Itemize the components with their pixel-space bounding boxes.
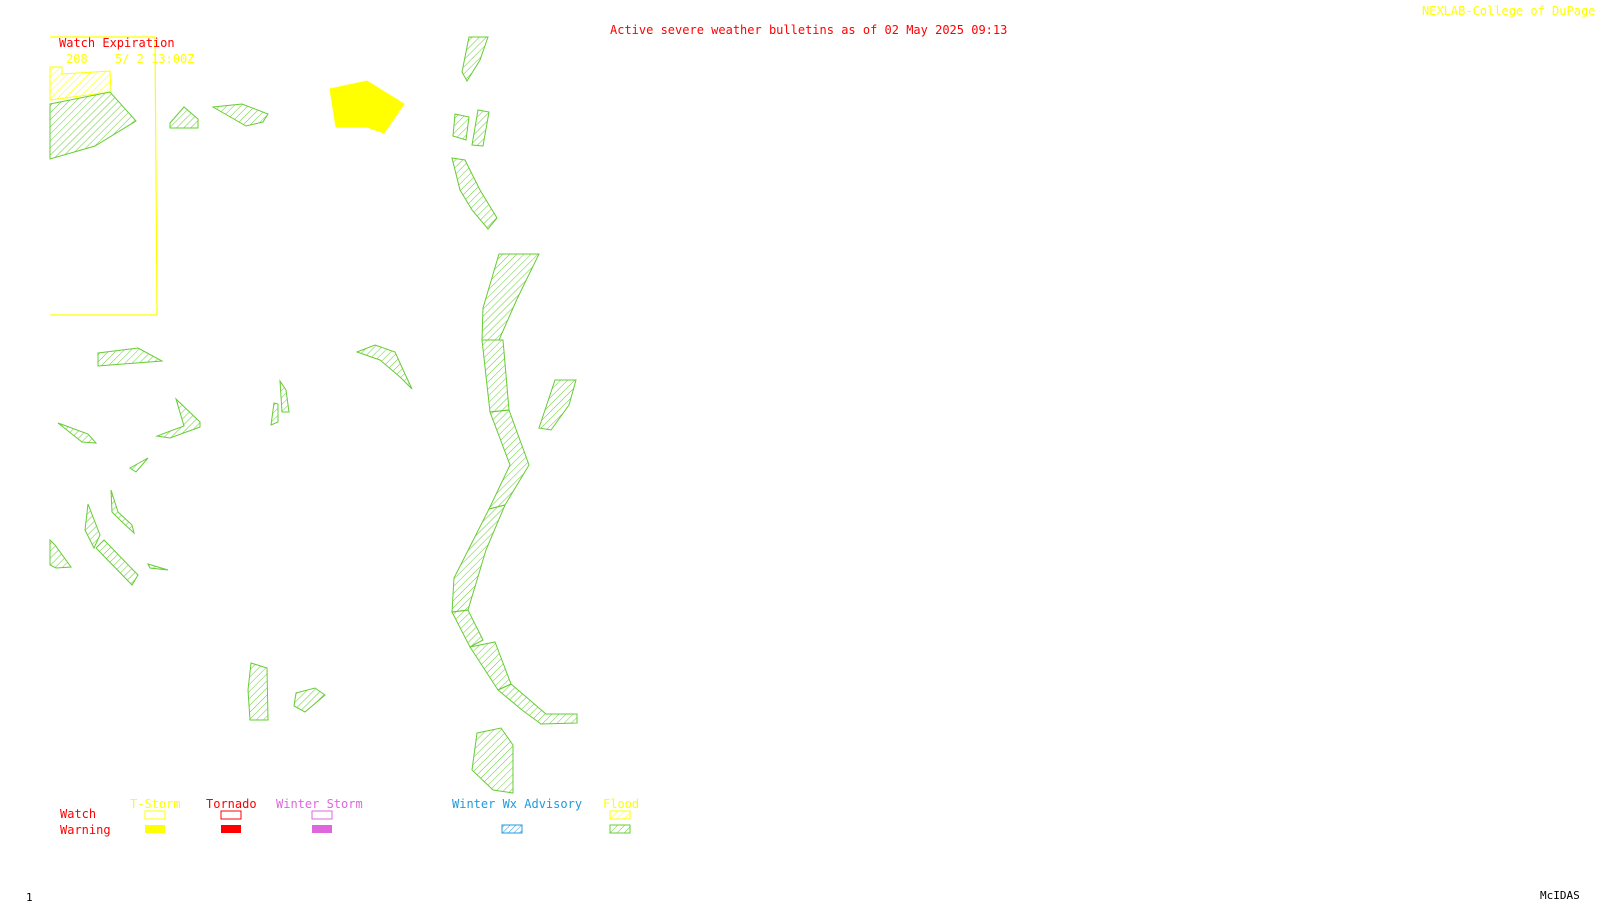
flood-warning-polygon	[211, 103, 269, 127]
tstorm-watch-outline[interactable]	[50, 36, 158, 316]
flood-warning-polygon	[95, 539, 139, 586]
legend-winter-wx-advisory-label: Winter Wx Advisory	[452, 797, 583, 811]
flood-warning-polygon	[110, 489, 135, 535]
legend-winter-storm-label: Winter Storm	[276, 797, 363, 811]
watch-number: 208	[66, 52, 88, 66]
flood-warning-polygon	[481, 253, 540, 341]
flood-warning-polygon	[49, 538, 72, 569]
legend-watch-label: Watch	[60, 807, 97, 821]
flood-warning-polygon	[147, 563, 169, 571]
credit-label: NEXLAB-College of DuPage R	[1422, 4, 1600, 18]
map-title: Active severe weather bulletins as of 02…	[610, 23, 1008, 37]
flood-warning-polygon	[469, 641, 512, 691]
flood-warning-polygon	[293, 687, 326, 713]
flood-warning-polygon	[84, 503, 101, 550]
flood-warning-polygon	[97, 347, 164, 367]
flood-warning-polygon	[270, 402, 279, 426]
flood-warning-polygon	[155, 397, 201, 439]
winter-storm-watch-swatch	[311, 810, 333, 820]
flood-warning-polygon	[279, 379, 290, 413]
software-label: McIDAS	[1540, 889, 1580, 902]
tstorm-watch-swatch	[144, 810, 166, 820]
tornado-watch-swatch	[220, 810, 242, 820]
watch-expiration-heading: Watch Expiration	[59, 36, 175, 50]
legend-tstorm-label: T-Storm	[130, 797, 181, 811]
legend-warning-label: Warning	[60, 823, 111, 837]
legend-tornado-label: Tornado	[206, 797, 257, 811]
flood-warning-polygon	[355, 344, 413, 390]
flood-warning-polygon	[538, 379, 577, 431]
tstorm-warning-polygon[interactable]	[329, 80, 405, 134]
flood-warning-polygon	[129, 457, 149, 473]
flood-watch-swatch	[609, 810, 631, 820]
flood-warning-polygon	[57, 422, 98, 444]
flood-warning-swatch	[609, 824, 631, 834]
flood-warning-polygon	[451, 609, 484, 648]
flood-warning-polygon	[497, 683, 578, 725]
tornado-warning-swatch	[221, 825, 241, 833]
flood-warning-polygon	[471, 109, 490, 147]
legend-swatches	[144, 810, 631, 834]
flood-warning-polygon	[451, 504, 506, 613]
flood-warning-polygons[interactable]	[49, 36, 578, 794]
winter-wx-advisory-swatch	[501, 824, 523, 834]
flood-warning-polygon	[451, 157, 498, 230]
flood-watch-area[interactable]	[49, 66, 112, 101]
flood-warning-polygon	[247, 662, 269, 721]
flood-warning-polygon	[488, 409, 530, 510]
tstorm-warning-swatch	[145, 825, 165, 833]
flood-warning-polygon	[471, 727, 514, 794]
frame-number: 1	[26, 891, 33, 904]
watch-expiration-time: 5/ 2 13:00Z	[115, 52, 195, 66]
flood-warning-polygon	[49, 91, 137, 160]
legend-flood-label: Flood	[603, 797, 640, 811]
flood-warning-polygon	[461, 36, 489, 82]
winter-storm-warning-swatch	[312, 825, 332, 833]
flood-warning-polygon	[169, 106, 199, 129]
flood-warning-polygon	[452, 113, 470, 141]
flood-warning-polygon	[481, 339, 510, 413]
